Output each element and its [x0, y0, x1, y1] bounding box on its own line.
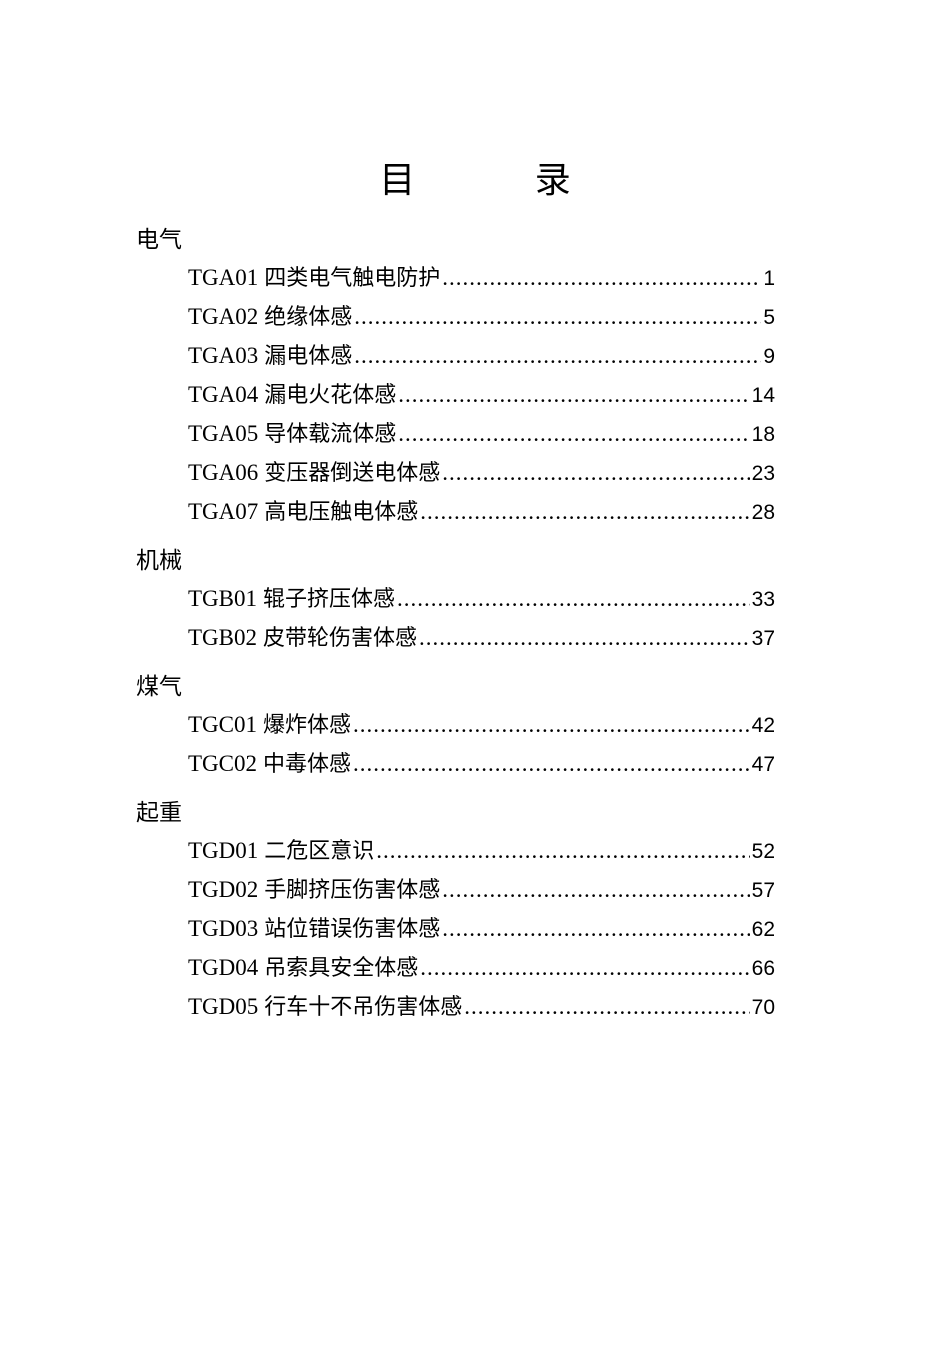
entry-page-number: 52: [751, 840, 775, 863]
dot-leader: [376, 831, 749, 870]
entry-code: TGA04: [188, 382, 259, 407]
dot-leader: [353, 744, 750, 783]
dot-leader: [353, 705, 750, 744]
section-heading: 起重: [136, 800, 182, 826]
entry-page-number: 42: [751, 714, 775, 737]
entry-page-number: 33: [751, 588, 775, 611]
entry-page-number: 14: [751, 384, 775, 407]
entry-code: TGD02: [188, 877, 259, 902]
entry-code: TGA07: [188, 499, 259, 524]
entry-label: 皮带轮伤害体感: [263, 626, 418, 651]
dot-leader: [354, 336, 761, 375]
dot-leader: [442, 258, 761, 297]
entry-code: TGD03: [188, 916, 259, 941]
entry-page-number: 5: [763, 306, 775, 329]
entry-label: 站位错误伤害体感: [264, 917, 441, 942]
entry-page-number: 57: [751, 879, 775, 902]
entry-code: TGA03: [188, 343, 259, 368]
dot-leader: [442, 909, 749, 948]
entry-code: TGB02: [188, 625, 257, 650]
dot-leader: [419, 618, 750, 657]
entry-page-number: 47: [751, 753, 775, 776]
entry-label: 手脚挤压伤害体感: [264, 878, 441, 903]
dot-leader: [398, 375, 749, 414]
entry-label: 变压器倒送电体感: [264, 461, 441, 486]
entry-code: TGB01: [188, 586, 257, 611]
dot-leader: [464, 987, 749, 1026]
entry-label: 漏电火花体感: [264, 383, 397, 408]
entry-code: TGD04: [188, 955, 259, 980]
entry-label: 爆炸体感: [263, 713, 352, 738]
table-of-contents: 电气 TGA01四类电气触电防护1 TGA02绝缘体感5 TGA03漏电体感9 …: [136, 222, 836, 1038]
entry-page-number: 1: [763, 267, 775, 290]
dot-leader: [442, 870, 749, 909]
entry-label: 吊索具安全体感: [264, 956, 419, 981]
section-heading: 煤气: [136, 674, 182, 700]
entry-label: 绝缘体感: [264, 305, 353, 330]
dot-leader: [420, 492, 749, 531]
entry-page-number: 37: [751, 627, 775, 650]
entry-page-number: 70: [751, 996, 775, 1019]
entry-code: TGA02: [188, 304, 259, 329]
page-title: 目 录: [379, 160, 625, 201]
entry-label: 中毒体感: [263, 752, 352, 777]
dot-leader: [354, 297, 761, 336]
dot-leader: [398, 414, 749, 453]
entry-label: 辊子挤压体感: [263, 587, 396, 612]
entry-page-number: 28: [751, 501, 775, 524]
entry-code: TGD01: [188, 838, 259, 863]
entry-page-number: 9: [763, 345, 775, 368]
section-heading: 机械: [136, 548, 182, 574]
entry-label: 导体载流体感: [264, 422, 397, 447]
section-heading: 电气: [136, 227, 182, 253]
entry-page-number: 62: [751, 918, 775, 941]
entry-code: TGD05: [188, 994, 259, 1019]
entry-page-number: 23: [751, 462, 775, 485]
entry-label: 四类电气触电防护: [264, 266, 441, 291]
toc-section-electrical: 电气 TGA01四类电气触电防护1 TGA02绝缘体感5 TGA03漏电体感9 …: [136, 222, 836, 531]
entry-code: TGC02: [188, 751, 257, 776]
entry-code: TGA05: [188, 421, 259, 446]
entry-code: TGC01: [188, 712, 257, 737]
entry-page-number: 66: [751, 957, 775, 980]
entry-label: 行车十不吊伤害体感: [264, 995, 463, 1020]
entry-code: TGA01: [188, 265, 259, 290]
entry-label: 漏电体感: [264, 344, 353, 369]
entry-label: 二危区意识: [264, 839, 375, 864]
entry-page-number: 18: [751, 423, 775, 446]
dot-leader: [420, 948, 749, 987]
entry-label: 高电压触电体感: [264, 500, 419, 525]
dot-leader: [442, 453, 749, 492]
entry-code: TGA06: [188, 460, 259, 485]
dot-leader: [397, 579, 750, 618]
